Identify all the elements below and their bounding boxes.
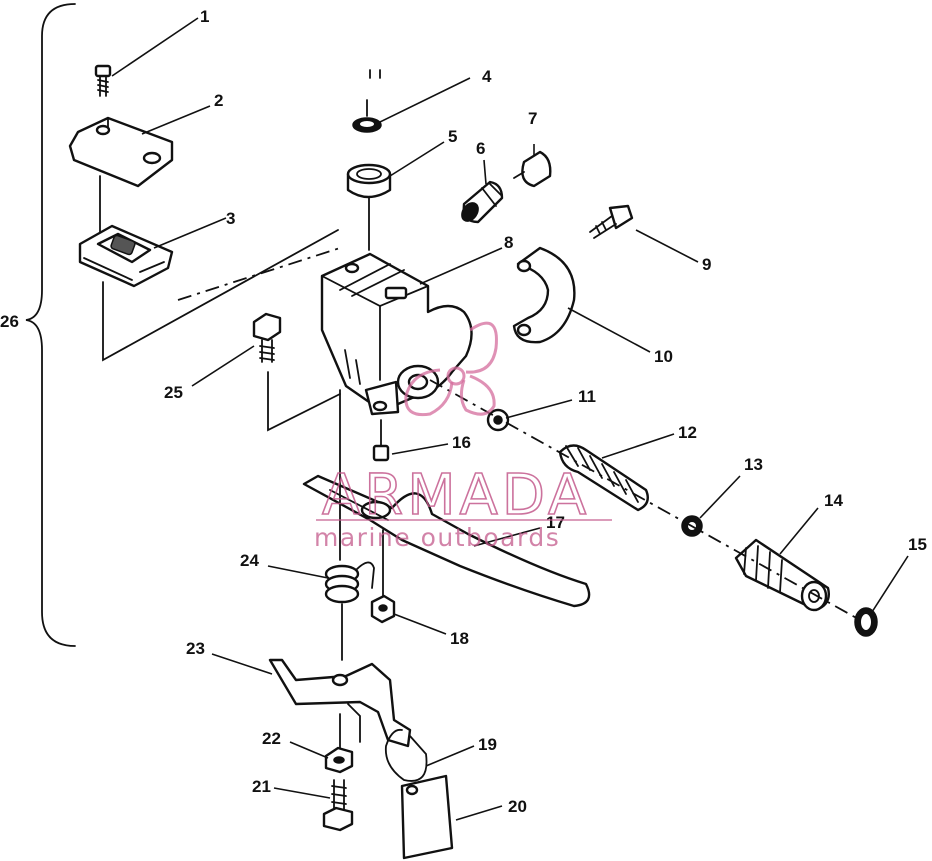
line-diaphragm-body	[102, 229, 339, 362]
part-17-lever	[302, 474, 591, 608]
part-21-bolt	[322, 779, 354, 832]
callout-4: 4	[482, 67, 492, 86]
part-15-oring	[854, 607, 878, 637]
callout-8: 8	[504, 233, 513, 252]
part-7-cap	[513, 150, 552, 188]
part-1-screw	[94, 64, 112, 97]
part-14-piston	[734, 538, 830, 612]
line-vertical-pivot	[339, 389, 343, 661]
part-20-tag	[400, 774, 454, 860]
line-axis	[429, 379, 861, 621]
callout-1: 1	[200, 7, 209, 26]
part-19-wire	[384, 728, 428, 782]
callout-6: 6	[476, 139, 485, 158]
callout-23: 23	[186, 639, 205, 658]
callout-11: 11	[578, 387, 596, 406]
watermark-tagline: marine outboards	[314, 523, 560, 552]
part-16-nut	[372, 419, 390, 462]
callout-26: 26	[0, 312, 19, 331]
callout-21: 21	[252, 777, 271, 796]
part-11-washer	[486, 408, 510, 432]
callout-12: 12	[678, 423, 697, 442]
callout-3: 3	[226, 209, 235, 228]
callout-25: 25	[164, 383, 183, 402]
callout-numbers: 1 2 3 4 5 6 7 8 9 10 11 12 13 14 15 16 1…	[164, 7, 927, 816]
assembly-bracket	[25, 3, 76, 647]
callout-7: 7	[528, 109, 537, 128]
part-18-nut	[370, 529, 396, 624]
callout-19: 19	[478, 735, 497, 754]
callout-24: 24	[240, 551, 259, 570]
part-24-spring	[324, 561, 375, 604]
part-10-clamp	[512, 246, 576, 344]
callout-17: 17	[546, 513, 565, 532]
part-22-nut	[324, 713, 354, 774]
callout-15: 15	[908, 535, 927, 554]
callout-20: 20	[508, 797, 527, 816]
callout-10: 10	[654, 347, 673, 366]
watermark-brand: ARMADA	[322, 463, 590, 528]
part-4-washer	[352, 69, 382, 133]
callout-2: 2	[214, 91, 223, 110]
callout-13: 13	[744, 455, 763, 474]
callout-22: 22	[262, 729, 281, 748]
callout-16: 16	[452, 433, 471, 452]
part-25-bolt	[252, 312, 341, 432]
callout-9: 9	[702, 255, 711, 274]
part-2-cover	[68, 116, 174, 188]
part-9-bolt	[589, 204, 634, 239]
part-12-spring	[558, 444, 649, 512]
part-6-fitting	[461, 180, 504, 224]
watermark-logo-icon	[404, 321, 498, 417]
part-3-diaphragm	[78, 224, 174, 288]
watermark: ARMADA marine outboards	[314, 321, 612, 552]
part-23-bracket	[268, 658, 412, 748]
part-5-cup	[346, 163, 392, 251]
callout-18: 18	[450, 629, 469, 648]
callout-14: 14	[824, 491, 843, 510]
leader-lines	[111, 17, 909, 821]
callout-5: 5	[448, 127, 457, 146]
